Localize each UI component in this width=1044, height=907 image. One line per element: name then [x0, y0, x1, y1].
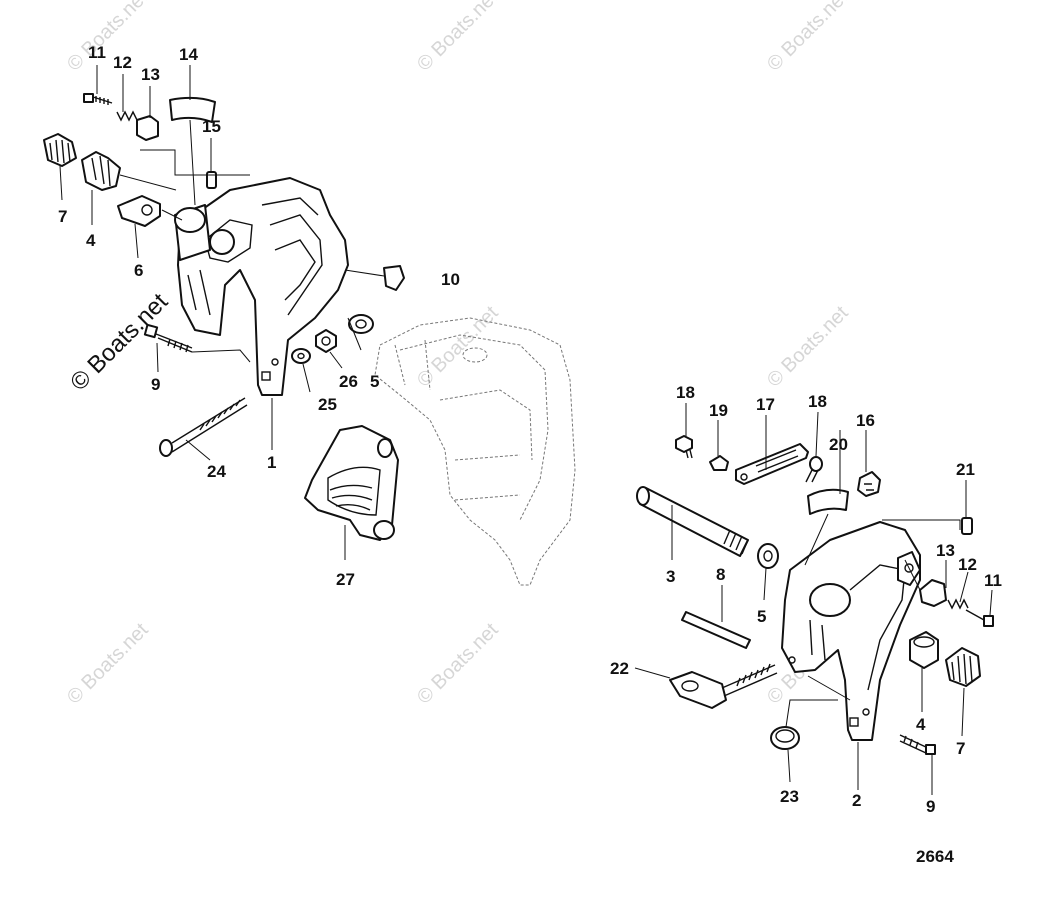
clamp-bracket-2	[781, 521, 921, 741]
callout-23: 23	[780, 787, 799, 806]
callout-12: 12	[958, 555, 977, 574]
callout-12: 12	[113, 53, 132, 72]
link-17	[735, 443, 809, 485]
callout-18: 18	[808, 392, 827, 411]
callout-26: 26	[339, 372, 358, 391]
button-13-right	[919, 579, 947, 607]
callout-4: 4	[86, 231, 96, 250]
bolt-9-left	[143, 323, 193, 353]
callout-21: 21	[956, 460, 975, 479]
screw-18b	[805, 456, 823, 483]
washer-5-right	[757, 543, 779, 569]
housing-ghost-outline	[374, 317, 576, 586]
callout-4: 4	[916, 715, 926, 734]
callout-8: 8	[716, 565, 725, 584]
watermark: © Boats.net	[413, 302, 503, 392]
callout-11: 11	[88, 43, 106, 62]
callout-24: 24	[207, 462, 226, 481]
key-21	[961, 517, 973, 535]
key-15	[206, 171, 217, 189]
sleeve-20	[807, 488, 849, 515]
right-assembly	[634, 403, 994, 795]
callout-5: 5	[370, 372, 379, 391]
clip-19	[709, 455, 729, 471]
callout-19: 19	[709, 401, 728, 420]
nut-16	[857, 471, 881, 497]
screw-22	[669, 663, 778, 709]
callout-14: 14	[179, 45, 198, 64]
washer-25	[291, 348, 311, 364]
callout-17: 17	[756, 395, 775, 414]
watermark: © Boats.net	[413, 0, 503, 76]
callout-5: 5	[757, 607, 766, 626]
callout-7: 7	[58, 207, 67, 226]
callout-2: 2	[852, 791, 861, 810]
screw-11-left	[83, 93, 113, 105]
callout-18: 18	[676, 383, 695, 402]
bolt-24	[159, 397, 248, 457]
callout-25: 25	[318, 395, 337, 414]
cam-10	[383, 265, 405, 291]
plate-6	[117, 195, 161, 227]
callout-13: 13	[141, 65, 160, 84]
callout-6: 6	[134, 261, 143, 280]
washer-5-left	[348, 314, 374, 334]
knob-7-right	[945, 647, 981, 687]
fitting-4-left	[81, 151, 121, 191]
watermark: © Boats.net	[63, 619, 153, 709]
pin-8	[681, 611, 751, 649]
nut-26	[315, 329, 337, 353]
callout-9: 9	[151, 375, 160, 394]
shaft-3	[636, 486, 749, 557]
callout-7: 7	[956, 739, 965, 758]
sleeve-14	[169, 96, 216, 123]
screw-18a	[675, 435, 693, 459]
cap-23	[770, 726, 800, 750]
spring-12-right	[947, 598, 969, 610]
callout-22: 22	[610, 659, 629, 678]
watermark: © Boats.net	[763, 0, 853, 76]
callout-27: 27	[336, 570, 355, 589]
callout-15: 15	[202, 117, 221, 136]
left-assembly	[43, 65, 405, 560]
callout-9: 9	[926, 797, 935, 816]
callout-labels: 11 12 13 14 15 7 4 6 10 5 26 25 9 24 1 2…	[58, 43, 1002, 866]
screw-11-right	[965, 609, 994, 627]
knob-7-left	[43, 133, 77, 167]
callout-10: 10	[441, 270, 460, 289]
callout-16: 16	[856, 411, 875, 430]
watermark: © Boats.net	[63, 0, 153, 76]
watermark: © Boats.net	[413, 619, 503, 709]
handle-27	[304, 425, 399, 541]
callout-11: 11	[984, 571, 1002, 590]
callout-3: 3	[666, 567, 675, 586]
button-13-left	[136, 115, 159, 141]
callout-13: 13	[936, 541, 955, 560]
callout-20: 20	[829, 435, 848, 454]
watermark: © Boats.net	[763, 302, 853, 392]
bolt-9-right	[899, 734, 936, 755]
spring-12-left	[116, 110, 138, 122]
fitting-4-right	[909, 631, 939, 669]
figure-number: 2664	[916, 847, 954, 866]
callout-1: 1	[267, 453, 276, 472]
